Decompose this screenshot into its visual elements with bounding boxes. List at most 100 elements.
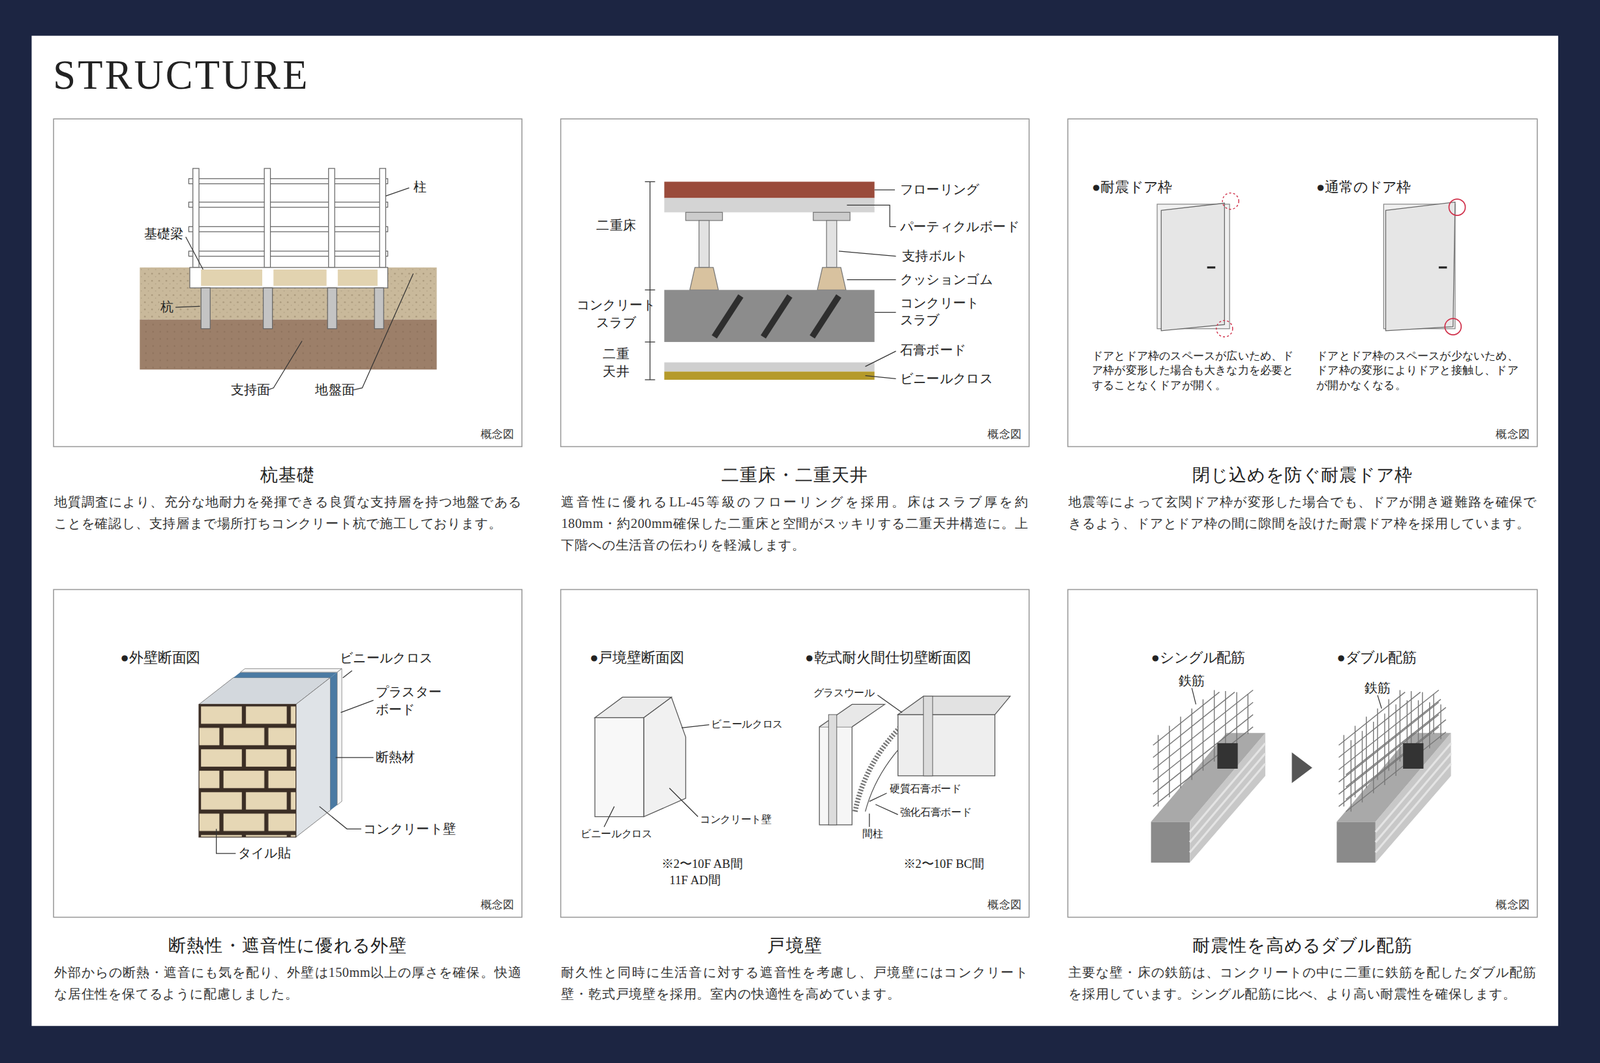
rebar-illustration — [1354, 725, 1356, 798]
pile-foundation-illustration — [139, 267, 437, 320]
rebar-illustration — [1236, 692, 1237, 743]
part-label: 硬質石膏ボード — [889, 781, 962, 796]
pile-foundation-illustration — [175, 305, 201, 308]
rebar-illustration — [1377, 694, 1382, 708]
panel-heading: 杭基礎 — [54, 464, 522, 488]
exterior-wall-illustration — [198, 703, 297, 837]
diagram-note: 概念図 — [1495, 897, 1530, 912]
rebar-illustration — [1403, 742, 1424, 769]
part-label: ●通常のドア枠 — [1316, 178, 1411, 198]
exterior-wall-illustration — [343, 670, 353, 678]
panel-heading: 閉じ込めを防ぐ耐震ドア枠 — [1068, 464, 1537, 488]
door-frame-illustration — [1207, 266, 1216, 269]
structure-panel: 断熱性・遮音性に優れる外壁外部からの断熱・遮音にも気を配り、外壁は150mm以上… — [52, 588, 523, 918]
double-floor-illustration — [817, 267, 846, 290]
diagram-note: 概念図 — [1495, 427, 1530, 441]
part-label: ●耐震ドア枠 — [1091, 178, 1173, 198]
rebar-illustration — [1191, 708, 1193, 781]
rebar-illustration — [1151, 687, 1452, 863]
rebar-illustration — [1339, 701, 1439, 782]
double-floor-illustration — [690, 267, 719, 290]
pile-foundation-illustration — [337, 269, 378, 286]
exterior-wall-illustration — [296, 677, 331, 837]
rebar-illustration — [1376, 708, 1378, 781]
double-floor-illustration — [813, 211, 850, 221]
part-label: 基礎梁 — [144, 224, 184, 242]
part-label: 二重 天井 — [598, 344, 634, 381]
diagram-note: 概念図 — [480, 897, 515, 912]
double-floor-illustration — [865, 350, 897, 366]
structure-panel: 閉じ込めを防ぐ耐震ドア枠地震等によって玄関ドア枠が変形した場合でも、ドアが開き避… — [1067, 118, 1538, 447]
double-floor-illustration — [649, 181, 651, 379]
rebar-illustration — [1151, 732, 1266, 822]
pile-foundation-illustration — [263, 287, 273, 329]
panel-body: 遮音性に優れるLL-45等級のフローリングを採用。床はスラブ厚を約180mm・約… — [560, 490, 1028, 556]
pile-foundation-illustration — [267, 341, 302, 391]
rebar-illustration — [1202, 699, 1204, 771]
rebar-illustration — [1345, 699, 1441, 775]
party-wall-illustration — [898, 714, 996, 776]
part-label: コンクリート壁 — [699, 812, 772, 826]
panel-body: 主要な壁・床の鉄筋は、コンクリートの中に二重に鉄筋を配したダブル配筋を採用してい… — [1068, 961, 1537, 1005]
exterior-wall-illustration — [337, 668, 342, 805]
pile-foundation-illustration — [188, 178, 388, 184]
double-floor-illustration — [838, 251, 897, 257]
exterior-wall-illustration — [216, 828, 237, 854]
part-label: 支持ボルト — [902, 247, 969, 265]
pile-foundation-illustration — [175, 187, 414, 391]
party-wall-illustration — [877, 694, 903, 713]
rebar-illustration — [1339, 726, 1439, 807]
pile-foundation-illustration — [385, 187, 409, 197]
rebar-illustration — [1388, 699, 1389, 771]
party-wall-illustration — [594, 717, 644, 817]
party-wall-illustration — [869, 694, 903, 827]
party-wall-illustration — [898, 695, 1011, 715]
double-floor-illustration — [826, 220, 837, 268]
double-floor-illustration — [846, 279, 896, 280]
rebar-illustration — [1217, 742, 1238, 769]
rebar-illustration — [1168, 725, 1170, 798]
rebar-illustration — [1191, 687, 1382, 708]
party-wall-illustration — [828, 714, 837, 825]
rebar-illustration — [1339, 714, 1439, 794]
pile-foundation-illustration — [374, 287, 384, 329]
rebar-illustration — [1429, 701, 1430, 748]
double-floor-illustration — [763, 296, 790, 338]
door-frame-illustration — [1438, 266, 1448, 269]
rebar-illustration — [1433, 694, 1434, 734]
panel-body: 耐久性と同時に生活音に対する遮音性を考慮し、戸境壁にはコンクリート壁・乾式戸境壁… — [560, 961, 1028, 1005]
party-wall-illustration — [681, 724, 710, 728]
pile-foundation-illustration — [188, 226, 388, 232]
rebar-illustration — [1213, 690, 1215, 762]
exterior-wall-illustration — [198, 668, 374, 854]
pile-foundation-illustration — [273, 269, 327, 286]
rebar-illustration — [1395, 703, 1396, 776]
part-label: プラスター ボード — [375, 682, 449, 719]
pile-foundation-illustration — [352, 273, 413, 390]
double-floor-illustration — [645, 181, 897, 379]
rebar-illustration — [1336, 732, 1451, 822]
diagram-note: 概念図 — [987, 427, 1022, 441]
part-label: コンクリート スラブ — [900, 294, 985, 330]
double-floor-illustration — [664, 362, 875, 372]
party-wall-illustration — [669, 787, 698, 817]
part-label: ドアとドア枠のスペースが広いため、ドア枠が変形した場合も大きな力を必要とすること… — [1091, 347, 1300, 394]
pile-foundation-illustration — [200, 287, 211, 329]
double-floor-illustration — [685, 211, 723, 221]
panel-heading: 戸境壁 — [560, 934, 1028, 958]
part-label: コンクリート スラブ — [573, 296, 659, 332]
double-floor-illustration — [812, 296, 839, 338]
diagram-note: 概念図 — [987, 897, 1022, 912]
part-label: パーティクルボード — [900, 217, 1020, 235]
pile-foundation-illustration — [188, 251, 388, 257]
party-wall-illustration — [603, 724, 710, 827]
rebar-illustration — [1339, 692, 1406, 745]
double-floor-illustration — [714, 296, 741, 338]
part-label: 支持面 — [230, 380, 271, 399]
party-wall-illustration — [868, 813, 870, 827]
pile-foundation-illustration — [139, 168, 437, 390]
rebar-illustration — [1345, 707, 1446, 787]
part-label: ビニールクロス — [710, 717, 783, 732]
part-label: 11F AD間 — [669, 871, 721, 888]
rebar-illustration — [1153, 726, 1253, 807]
